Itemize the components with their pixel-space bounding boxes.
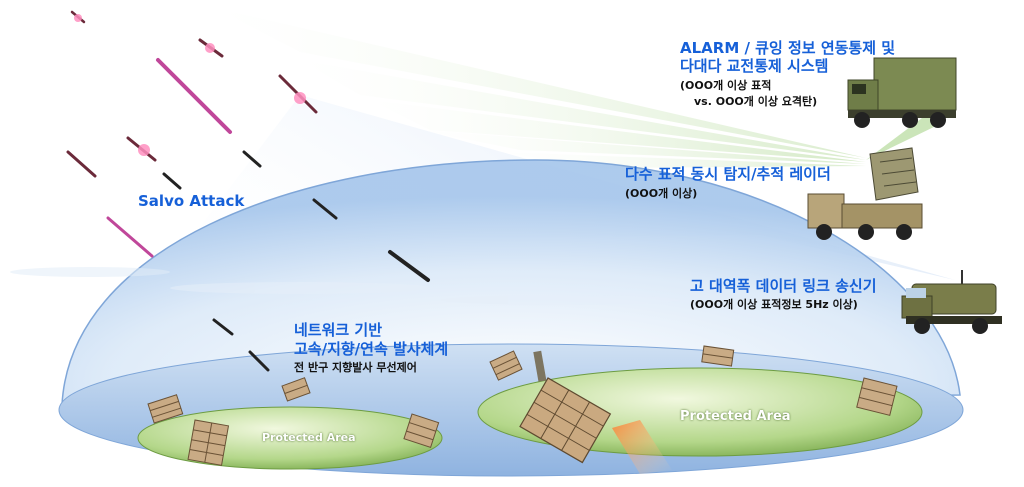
incoming-missiles: [66, 10, 430, 372]
interceptor-icon: [162, 172, 182, 190]
explosion-icon: [74, 14, 82, 22]
alarm-system-title-line2: 다대다 교전통제 시스템: [680, 57, 829, 75]
missile-icon: [156, 58, 232, 134]
alarm-control-truck-icon: [847, 57, 957, 128]
salvo-attack-label: Salvo Attack: [138, 192, 245, 210]
interceptor-icon: [212, 318, 234, 336]
launch-exhaust: [612, 420, 672, 474]
launcher-title-line2: 고속/지향/연속 발사체계: [294, 340, 449, 358]
launcher-icon: [403, 413, 440, 449]
launchers: [147, 345, 898, 466]
interceptor-icon: [388, 250, 430, 282]
launcher-icon: [701, 345, 735, 367]
launcher-icon: [856, 377, 898, 416]
radar-truck-icon: [807, 147, 923, 240]
launcher-title-line1: 네트워크 기반: [294, 321, 383, 339]
missile-icon: [106, 216, 154, 258]
explosion-icon: [205, 43, 215, 53]
alarm-system-title-line1: ALARM / 큐잉 정보 연동통제 및: [680, 39, 896, 57]
protected-area-label-right: Protected Area: [680, 409, 791, 424]
alarm-system-detail-line2: vs. OOO개 이상 요격탄): [694, 95, 818, 108]
interceptor-icon: [242, 150, 262, 168]
protection-dome: [61, 159, 961, 406]
launcher-icon: [281, 377, 311, 402]
protected-area-label-left: Protected Area: [262, 431, 356, 444]
launcher-icon: [489, 350, 523, 381]
explosion-icon: [294, 92, 306, 104]
radar-detail: (OOO개 이상): [625, 187, 698, 200]
launcher-icon: [147, 394, 184, 424]
interceptor-icon: [248, 350, 270, 372]
datalink-vehicle-icon: [901, 270, 1002, 334]
missile-icon: [66, 150, 97, 178]
alarm-system-detail-line1: (OOO개 이상 표적: [680, 79, 772, 92]
launcher-detail: 전 반구 지향발사 무선제어: [294, 361, 417, 374]
radar-title: 다수 표적 동시 탐지/추적 레이더: [625, 165, 831, 183]
communication-beams: [215, 8, 940, 168]
launcher-icon: [187, 419, 230, 466]
cloud-band: [10, 267, 680, 305]
datalink-title: 고 대역폭 데이터 링크 송신기: [690, 277, 877, 295]
datalink-detail: (OOO개 이상 표적정보 5Hz 이상): [690, 298, 858, 311]
main-launcher-icon: [519, 350, 612, 464]
interceptor-icon: [312, 198, 338, 220]
explosion-icon: [138, 144, 150, 156]
